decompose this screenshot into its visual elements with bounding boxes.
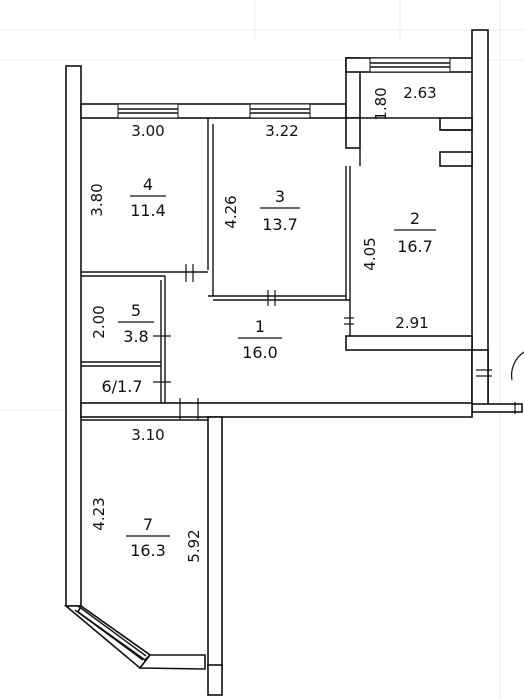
- room-7-number: 7: [143, 515, 153, 534]
- dim-room3-side: 4.26: [222, 195, 240, 228]
- dim-room4-side: 3.80: [88, 183, 106, 216]
- door-marks: [153, 264, 516, 420]
- dim-room2-side: 4.05: [361, 237, 379, 270]
- windows: [117, 57, 451, 119]
- dim-room5-side: 2.00: [90, 305, 108, 338]
- room-5-area: 3.8: [123, 327, 148, 346]
- room-2-number: 2: [410, 209, 420, 228]
- dim-room3-top: 3.22: [265, 122, 298, 140]
- room-3-area: 13.7: [262, 215, 298, 234]
- room-5-number: 5: [131, 301, 141, 320]
- room-6-label: 6/1.7: [101, 377, 142, 396]
- room-4-area: 11.4: [130, 201, 166, 220]
- dim-room2-niche: 1.80: [372, 87, 390, 120]
- room-2-area: 16.7: [397, 237, 433, 256]
- dim-room7-top: 3.10: [131, 426, 164, 444]
- dim-room2-bottom: 2.91: [395, 314, 428, 332]
- room-3-number: 3: [275, 187, 285, 206]
- entry-door-arc: [511, 351, 524, 381]
- interior-partitions: [81, 117, 472, 421]
- dim-room7-right: 5.92: [185, 529, 203, 562]
- room-4-number: 4: [143, 175, 153, 194]
- dim-room4-top: 3.00: [131, 122, 164, 140]
- room-1-area: 16.0: [242, 343, 278, 362]
- dim-room7-left: 4.23: [90, 497, 108, 530]
- room-7-area: 16.3: [130, 541, 166, 560]
- room-1-number: 1: [255, 317, 265, 336]
- dim-room2-top: 2.63: [403, 84, 436, 102]
